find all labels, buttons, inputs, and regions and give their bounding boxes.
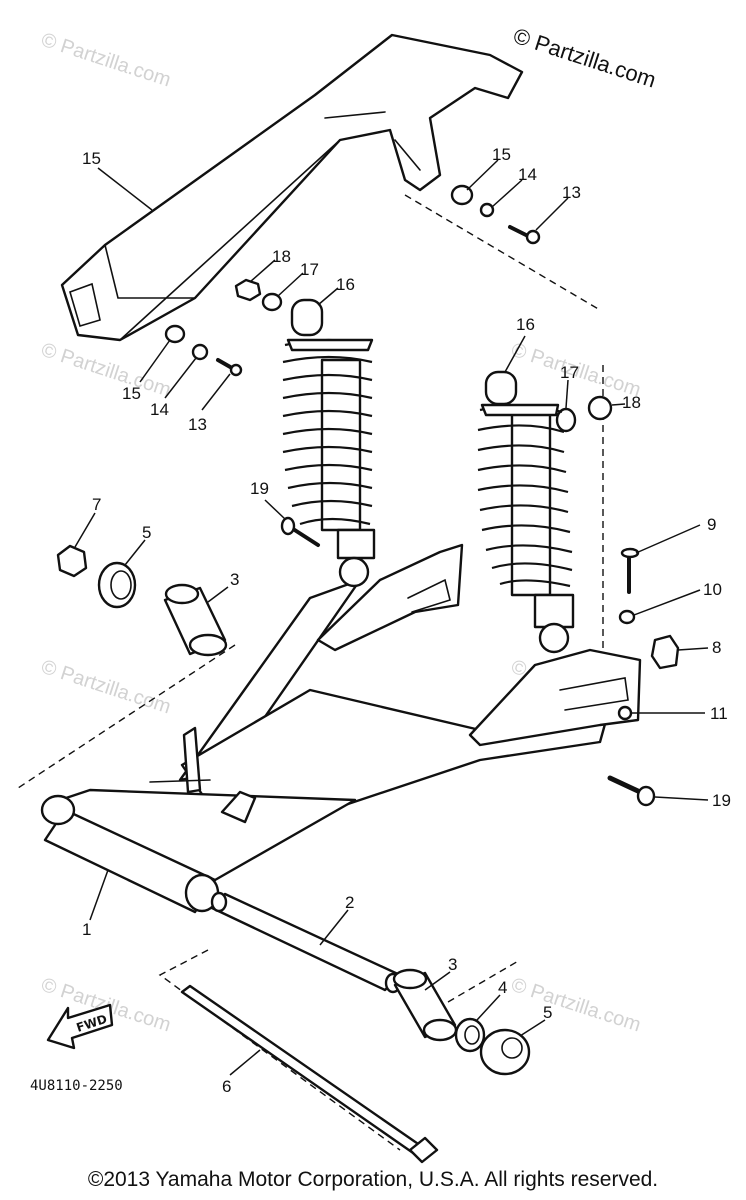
- pivot-shaft-2: [210, 891, 402, 994]
- callout-18: 18: [622, 393, 641, 412]
- callout-6: 6: [222, 1077, 231, 1096]
- callout-9: 9: [707, 515, 716, 534]
- cap-nut-18-right: [587, 395, 613, 421]
- pivot-bolt-6: [180, 984, 439, 1164]
- rear-swing-arm: [40, 543, 642, 914]
- chain-case: [60, 33, 524, 342]
- callout-numbers: 15 15 14 13 18 17 16 15 14 13 16 17 18 1…: [82, 145, 731, 1096]
- callout-17: 17: [300, 260, 319, 279]
- shock-absorber-right: [477, 370, 575, 654]
- cotter-pin-9: [620, 547, 640, 594]
- callout-16: 16: [336, 275, 355, 294]
- callout-5: 5: [543, 1003, 552, 1022]
- shock-absorber-left: [282, 298, 376, 588]
- callout-16: 16: [516, 315, 535, 334]
- callout-4: 4: [498, 978, 507, 997]
- callout-15: 15: [492, 145, 511, 164]
- callout-13: 13: [188, 415, 207, 434]
- leader-lines: [74, 159, 709, 1076]
- chain-adjuster-plate-8: [650, 634, 680, 670]
- washer-17-right: [555, 407, 577, 433]
- nut-7: [56, 544, 88, 578]
- callout-17: 17: [560, 363, 579, 382]
- callout-14: 14: [518, 165, 537, 184]
- washer-15-left: [164, 324, 186, 344]
- watermark-faint: © Partzilla.com: [38, 29, 173, 92]
- watermark-faint: © Partzilla.com: [38, 656, 173, 719]
- diagram-code: 4U8110-2250: [30, 1078, 123, 1094]
- washer-4-lower: [454, 1017, 486, 1053]
- callout-18: 18: [272, 247, 291, 266]
- washer-17-left: [261, 292, 283, 312]
- watermark-partzilla: © Partzilla.com: [510, 23, 659, 93]
- assembly-dash-lines: [14, 194, 604, 1151]
- callout-7: 7: [92, 495, 101, 514]
- callout-2: 2: [345, 893, 354, 912]
- callout-3: 3: [230, 570, 239, 589]
- nut-18-left: [234, 278, 262, 302]
- bushing-3-left: [163, 583, 228, 657]
- callout-3: 3: [448, 955, 457, 974]
- copyright-footer: ©2013 Yamaha Motor Corporation, U.S.A. A…: [87, 1168, 659, 1191]
- callout-12: 15: [82, 149, 101, 168]
- bolt-13-top: [508, 225, 541, 245]
- callout-15: 15: [122, 384, 141, 403]
- fitting-11: [617, 705, 633, 721]
- spring-washer-14-top: [479, 202, 495, 218]
- bolt-19-lower: [607, 775, 656, 807]
- callout-19: 19: [712, 791, 731, 810]
- watermark-faint: © Partzilla.com: [508, 974, 643, 1037]
- bolt-13-left: [216, 358, 243, 377]
- callout-1: 1: [82, 920, 91, 939]
- thrust-cover-5-lower: [479, 1028, 531, 1076]
- callout-5: 5: [142, 523, 151, 542]
- callout-11: 11: [710, 704, 728, 723]
- bolt-19-upper: [280, 516, 320, 547]
- washer-10: [618, 609, 636, 625]
- bushing-3-lower: [392, 968, 458, 1042]
- callout-8: 8: [712, 638, 721, 657]
- callout-13: 13: [562, 183, 581, 202]
- callout-10: 10: [703, 580, 722, 599]
- callout-19: 19: [250, 479, 269, 498]
- washer-15-top: [450, 184, 474, 206]
- callout-14: 14: [150, 400, 169, 419]
- spring-washer-14-left: [191, 343, 209, 361]
- watermark-faint: © Partzilla.com: [38, 339, 173, 402]
- forward-arrow-icon: FWD: [46, 1003, 114, 1050]
- thrust-cover-5-left: [97, 561, 137, 609]
